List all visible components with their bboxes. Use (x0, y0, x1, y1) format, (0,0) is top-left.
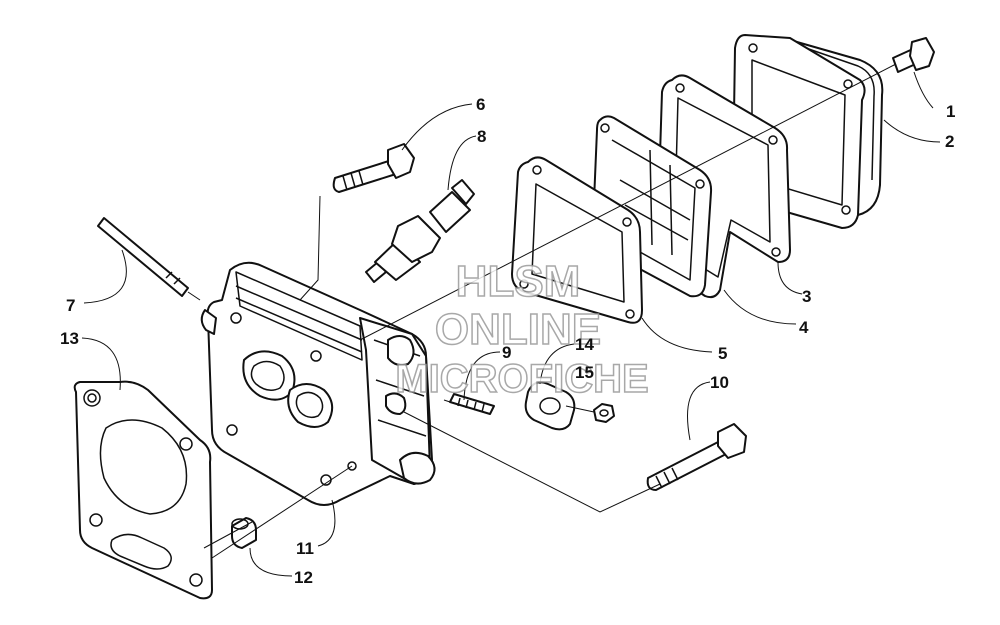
callout-8: 8 (477, 127, 486, 146)
callout-3: 3 (802, 287, 811, 306)
callout-12: 12 (294, 568, 313, 587)
callout-2: 2 (945, 132, 954, 151)
head-bolt-lower (646, 423, 747, 491)
callout-6: 6 (476, 95, 485, 114)
watermark-line3: MICROFICHE (395, 357, 648, 401)
callout-4: 4 (799, 318, 809, 337)
callout-11: 11 (296, 539, 314, 558)
breather-plate (592, 115, 713, 298)
callout-7: 7 (66, 296, 75, 315)
callout-labels: 1 2 3 4 5 6 7 8 9 10 11 12 13 14 15 (60, 95, 955, 587)
callout-leaders (81, 71, 941, 577)
callout-9: 9 (502, 343, 511, 362)
head-gasket (73, 380, 213, 600)
callout-5: 5 (718, 344, 727, 363)
callout-10: 10 (710, 373, 729, 392)
flange-nut (593, 403, 615, 423)
valve-chamber-gasket (511, 156, 643, 324)
watermark: HLSM ONLINE MICROFICHE (395, 256, 650, 402)
exhaust-stud (449, 393, 495, 415)
dowel-pin (231, 517, 257, 549)
cylinder-head (200, 261, 436, 506)
callout-15: 15 (575, 363, 594, 382)
stud (97, 217, 189, 297)
cover-bolt (892, 37, 935, 73)
watermark-line1: HLSM (456, 257, 581, 306)
head-bolt-upper (332, 143, 415, 193)
callout-1: 1 (946, 102, 955, 121)
spark-plug (365, 179, 475, 283)
callout-14: 14 (575, 335, 594, 354)
callout-13: 13 (60, 329, 79, 348)
assembly-lines (187, 63, 897, 559)
flange-plate (524, 381, 576, 431)
watermark-line2: ONLINE (435, 305, 601, 354)
